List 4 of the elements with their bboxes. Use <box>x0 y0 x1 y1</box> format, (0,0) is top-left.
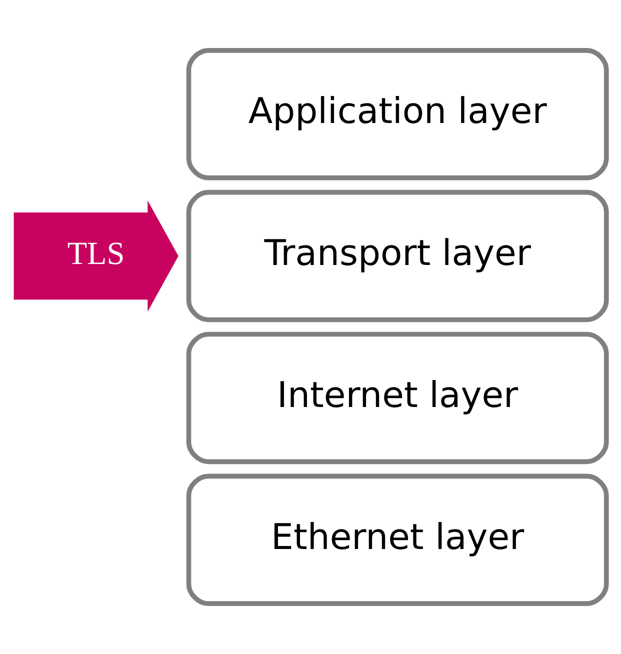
node-box: Internet layer <box>186 332 609 464</box>
node-box: Transport layer <box>186 190 609 322</box>
node-box: Ethernet layer <box>186 474 609 606</box>
node-box: Application layer <box>186 48 609 180</box>
